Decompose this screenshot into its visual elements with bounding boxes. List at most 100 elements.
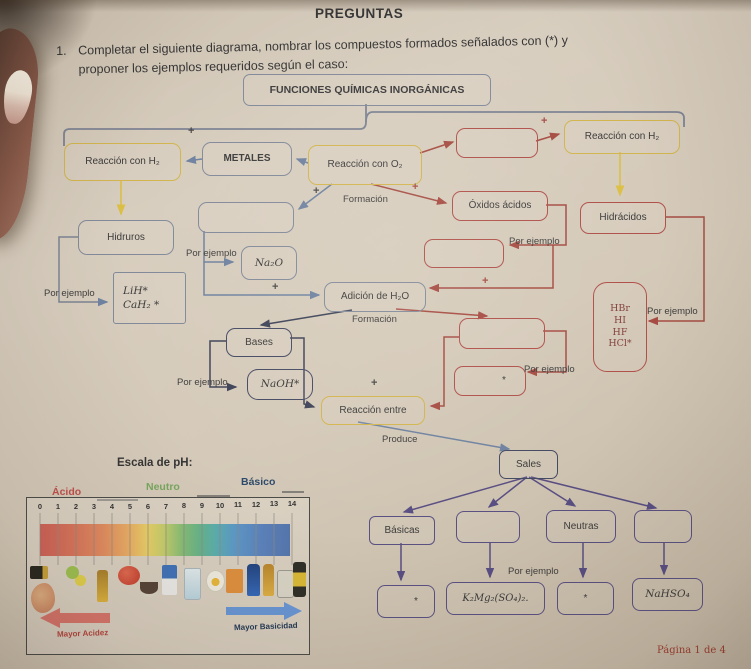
label-por-ejemplo-hidracidos: Por ejemplo xyxy=(647,306,698,317)
cleaner-bottle-icon xyxy=(247,564,260,596)
hidracidos-label: Hidrácidos xyxy=(599,212,647,224)
node-blank-oxidos-basicos xyxy=(456,128,538,158)
na2o-label: Na₂O xyxy=(254,256,284,269)
lih-label: LiH* xyxy=(123,284,148,297)
label-por-ejemplo-sales: Por ejemplo xyxy=(508,566,559,577)
cah2-label: CaH₂ * xyxy=(123,299,160,311)
hf-label: HF xyxy=(612,326,628,338)
node-hidracidos: Hidrácidos xyxy=(580,202,666,234)
ph-number: 5 xyxy=(127,502,133,511)
label-por-ejemplo-hidruros: Por ejemplo xyxy=(44,288,95,299)
node-sal-neutra-example: * xyxy=(557,582,614,615)
node-reaccion-h2-right: Reacción con H₂ xyxy=(564,120,680,154)
node-blank-oxidos-acidos-example xyxy=(424,239,504,268)
star-mark: * xyxy=(583,592,588,604)
ph-number: 7 xyxy=(163,502,169,511)
node-sales-blank-2 xyxy=(634,510,692,543)
ph-label-basico: Básico xyxy=(241,476,276,488)
node-sal-basica-example: * xyxy=(377,585,435,618)
plus-sign: + xyxy=(412,181,419,193)
plus-sign: + xyxy=(313,185,320,197)
node-sal-k2mg2so42-example: K₂Mg₂(SO₄)₂. xyxy=(446,582,545,615)
root-branch-lines xyxy=(63,104,685,146)
metales-label: METALES xyxy=(223,153,271,165)
node-blank-acido-example: * xyxy=(454,366,526,396)
naoh-label: NaOH* xyxy=(260,378,300,391)
battery-icon xyxy=(30,566,48,579)
node-oxidos-acidos: Óxidos ácidos xyxy=(452,191,548,221)
node-na2o-example: Na₂O xyxy=(241,246,297,280)
ph-number: 6 xyxy=(145,502,151,511)
star-mark: * xyxy=(502,375,506,387)
vinegar-bottle-icon xyxy=(97,570,108,602)
ph-gradient-bar xyxy=(40,524,290,556)
plus-sign: + xyxy=(371,377,378,389)
adicion-h2o-label: Adición de H₂O xyxy=(340,291,410,303)
node-reaccion-h2-left: Reacción con H₂ xyxy=(64,143,181,181)
nahso4-label: NaHSO₄ xyxy=(645,588,690,601)
photo-top-shadow xyxy=(0,0,751,12)
egg-icon xyxy=(206,570,225,592)
plus-sign: + xyxy=(188,125,195,137)
connectors-gray xyxy=(58,236,109,307)
node-sal-nahso4-example: NaHSO₄ xyxy=(632,578,703,611)
connectors-steel xyxy=(185,155,511,452)
neutras-label: Neutras xyxy=(563,520,599,532)
page-footer: Página 1 de 4 xyxy=(657,645,726,656)
label-produce: Produce xyxy=(382,434,418,445)
bases-label: Bases xyxy=(245,336,273,348)
ph-number: 11 xyxy=(234,500,242,509)
label-por-ejemplo-acidos: Por ejemplo xyxy=(524,364,575,375)
label-formacion-2: Formación xyxy=(352,314,397,325)
basicas-label: Básicas xyxy=(384,524,420,536)
ph-number: 4 xyxy=(109,502,115,511)
node-reaccion-o2: Reacción con O₂ xyxy=(308,145,422,185)
hi-label: HI xyxy=(613,314,627,326)
node-hidruros-examples: LiH* CaH₂ * xyxy=(113,272,186,324)
label-por-ejemplo-oxidos: Por ejemplo xyxy=(509,236,560,247)
connectors-red xyxy=(370,132,705,411)
hidruros-label: Hidruros xyxy=(107,231,145,243)
node-hidracidos-examples: HBr HI HF HCl* xyxy=(593,282,647,372)
ph-number: 1 xyxy=(55,502,61,511)
label-por-ejemplo-bases: Por ejemplo xyxy=(177,377,228,388)
connectors-yellow xyxy=(116,152,625,216)
node-hidruros: Hidruros xyxy=(78,220,174,255)
oxidos-acidos-label: Óxidos ácidos xyxy=(468,200,532,212)
ph-number: 3 xyxy=(91,502,97,511)
milk-carton-icon xyxy=(162,565,177,595)
plus-sign: + xyxy=(482,275,489,287)
node-sales-blank-1 xyxy=(456,511,520,543)
reaccion-h2-right-label: Reacción con H₂ xyxy=(584,131,660,143)
ph-number: 2 xyxy=(73,502,79,511)
ph-number: 0 xyxy=(37,502,43,511)
node-metales: METALES xyxy=(202,142,292,176)
node-adicion-h2o: Adición de H₂O xyxy=(324,282,426,312)
coffee-cup-icon xyxy=(140,582,158,597)
lemon-icon xyxy=(66,566,79,579)
node-sales-neutras: Neutras xyxy=(546,510,616,543)
ph-number: 12 xyxy=(251,500,261,509)
node-blank-acidos xyxy=(459,318,545,349)
node-sales-basicas: Básicas xyxy=(369,516,435,545)
reaccion-o2-label: Reacción con O₂ xyxy=(327,159,403,171)
ph-number: 14 xyxy=(287,499,297,508)
ph-label-neutro: Neutro xyxy=(146,481,180,493)
basicity-arrow xyxy=(226,602,302,620)
ph-scale-figure xyxy=(39,491,304,628)
glass-jar-icon xyxy=(277,570,294,598)
ph-number: 9 xyxy=(199,501,205,510)
page-title: PREGUNTAS xyxy=(315,6,404,21)
connectors-purple xyxy=(396,476,669,582)
node-sales: Sales xyxy=(499,450,558,479)
sales-label: Sales xyxy=(515,458,541,470)
label-por-ejemplo-na2o: Por ejemplo xyxy=(186,248,237,259)
star-mark: * xyxy=(414,595,418,607)
baking-soda-box-icon xyxy=(226,569,243,593)
ph-label-acido: Ácido xyxy=(52,486,82,498)
label-formacion-1: Formación xyxy=(343,194,388,205)
ph-number: 8 xyxy=(181,501,187,510)
ph-heading: Escala de pH: xyxy=(117,457,193,469)
water-glass-icon xyxy=(184,568,201,600)
